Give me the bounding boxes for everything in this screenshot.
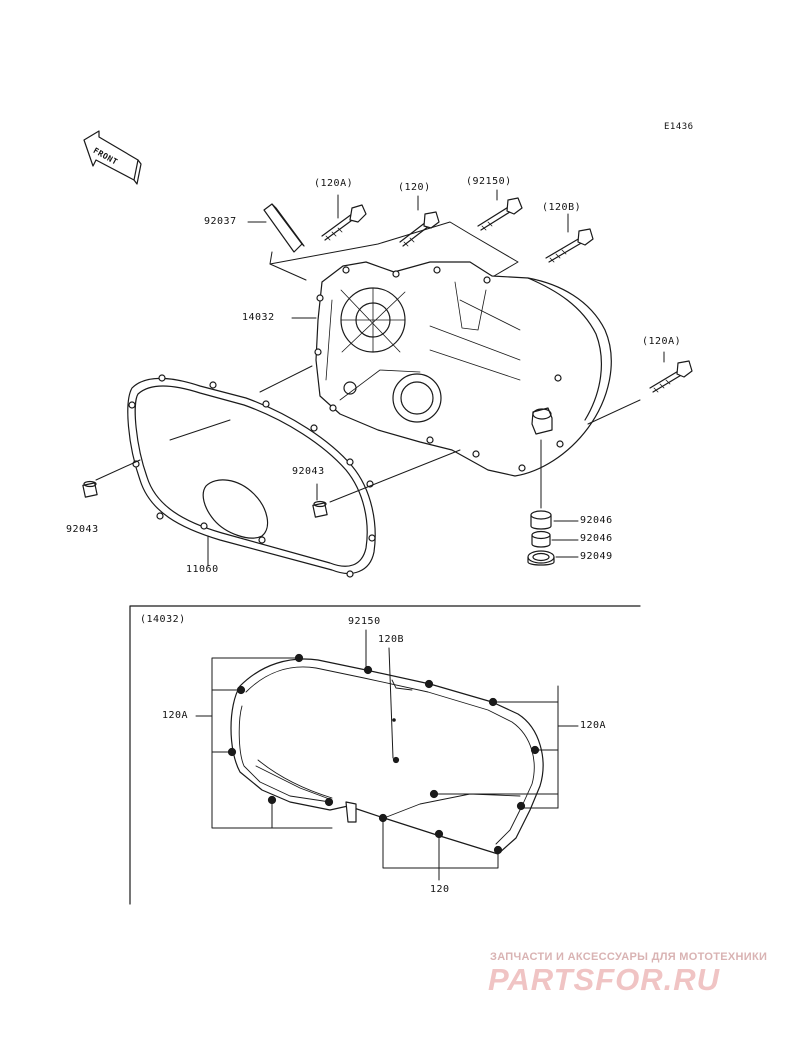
watermark-brand: PARTSFOR.RU — [488, 962, 721, 997]
bolt-120b-top — [545, 228, 594, 263]
callout-120b-top: (120B) — [542, 202, 582, 213]
detail-callout-92150: 92150 — [348, 616, 381, 627]
bushing-92046-b — [531, 530, 551, 548]
callout-92043-left: 92043 — [66, 524, 99, 535]
bolt-120a-right — [649, 360, 693, 393]
callout-92043-mid: 92043 — [292, 466, 325, 477]
gasket-11060 — [127, 374, 376, 578]
diagram-code: E1436 — [664, 122, 694, 132]
detail-callout-120: 120 — [430, 884, 450, 895]
dowel-pin-92043-mid — [312, 500, 328, 518]
callout-14032: 14032 — [242, 312, 275, 323]
clutch-cover-14032 — [314, 261, 612, 477]
bolt-92150-top — [477, 197, 523, 231]
callout-92046-b: 92046 — [580, 533, 613, 544]
detail-callout-120b: 120B — [378, 634, 405, 645]
callout-92150-top: (92150) — [466, 176, 512, 187]
detail-cover — [227, 653, 544, 855]
front-arrow-icon — [83, 130, 142, 185]
detail-leader-lines — [195, 629, 579, 881]
leader-lines — [95, 189, 665, 567]
callout-120a-right: (120A) — [642, 336, 682, 347]
callout-92049: 92049 — [580, 551, 613, 562]
bolt-120-top — [399, 211, 440, 247]
detail-frame — [129, 605, 641, 905]
callout-92037: 92037 — [204, 216, 237, 227]
detail-callout-120a-right: 120A — [580, 720, 607, 731]
detail-title: (14032) — [140, 614, 186, 625]
callout-11060: 11060 — [186, 564, 219, 575]
callout-120a-top: (120A) — [314, 178, 354, 189]
callout-92046-a: 92046 — [580, 515, 613, 526]
oil-seal-92049 — [527, 550, 555, 566]
dowel-pin-92043-left — [82, 480, 98, 498]
bolt-120a-top — [321, 204, 367, 241]
bushing-92046-a — [530, 510, 552, 530]
watermark-tagline: ЗАПЧАСТИ И АКСЕССУАРЫ ДЛЯ МОТОТЕХНИКИ — [490, 951, 768, 963]
detail-callout-120a-left: 120A — [162, 710, 189, 721]
bracket-92037 — [263, 203, 305, 253]
callout-120-top: (120) — [398, 182, 431, 193]
